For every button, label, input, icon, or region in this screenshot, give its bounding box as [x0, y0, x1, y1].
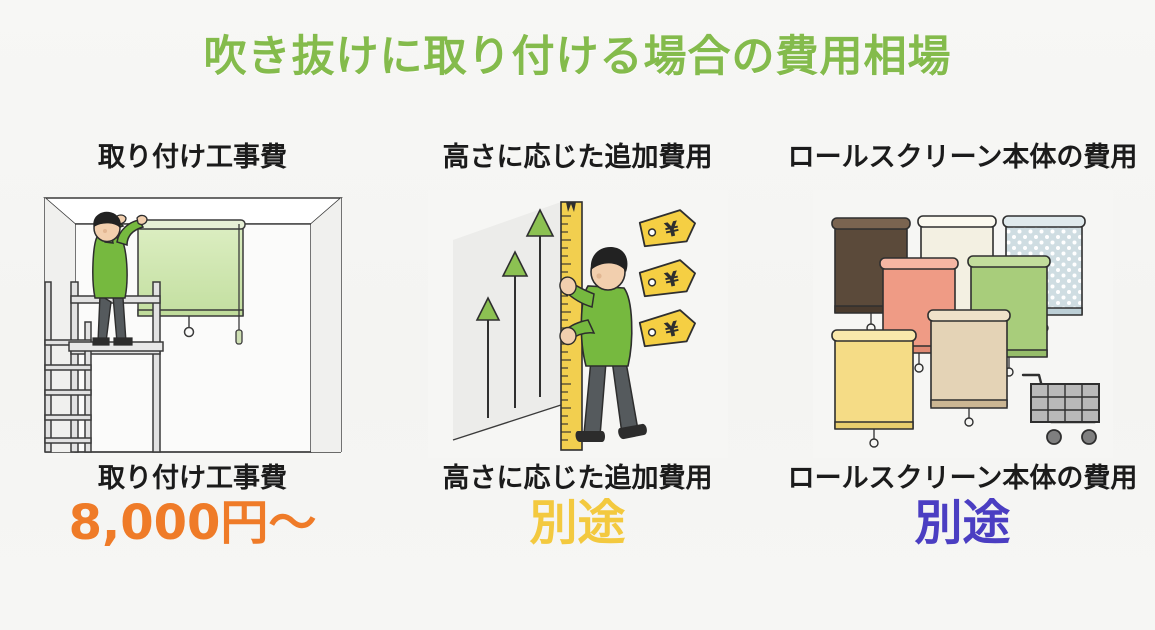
- cost-column-installation: 取り付け工事費: [0, 138, 385, 578]
- column-header: 取り付け工事費: [98, 142, 287, 173]
- column-footer: 取り付け工事費 8,000円〜: [69, 464, 317, 551]
- footer-value: 8,000円〜: [68, 494, 317, 551]
- footer-label: ロールスクリーン本体の費用: [787, 463, 1138, 494]
- footer-value: 別途: [914, 494, 1011, 551]
- scaffold-installation-illustration: [42, 190, 343, 458]
- footer-label: 取り付け工事費: [98, 463, 287, 494]
- svg-text:¥: ¥: [662, 266, 681, 292]
- measuring-person: [558, 246, 647, 442]
- cost-column-screen-product: ロールスクリーン本体の費用: [770, 138, 1155, 578]
- column-header: ロールスクリーン本体の費用: [787, 142, 1138, 173]
- screen-sample-beige: [926, 309, 1011, 427]
- cost-column-height-surcharge: 高さに応じた追加費用: [385, 138, 770, 578]
- svg-text:¥: ¥: [662, 216, 681, 242]
- footer-label: 高さに応じた追加費用: [442, 463, 713, 494]
- growth-arrows: [475, 208, 554, 418]
- page-title: 吹き抜けに取り付ける場合の費用相場: [203, 32, 952, 82]
- roller-screen-samples-illustration: [812, 190, 1113, 458]
- height-measuring-illustration: ¥ ¥ ¥: [427, 190, 728, 458]
- cost-columns: 取り付け工事費: [0, 138, 1155, 578]
- column-footer: ロールスクリーン本体の費用 別途: [788, 464, 1138, 551]
- column-header: 高さに応じた追加費用: [442, 142, 713, 173]
- shopping-cart-icon: [1021, 373, 1100, 445]
- column-footer: 高さに応じた追加費用 別途: [443, 464, 713, 551]
- footer-value: 別途: [529, 494, 626, 551]
- yen-price-tags: ¥ ¥ ¥: [638, 209, 696, 348]
- svg-text:¥: ¥: [662, 316, 681, 342]
- screen-sample-yellow: [830, 329, 917, 448]
